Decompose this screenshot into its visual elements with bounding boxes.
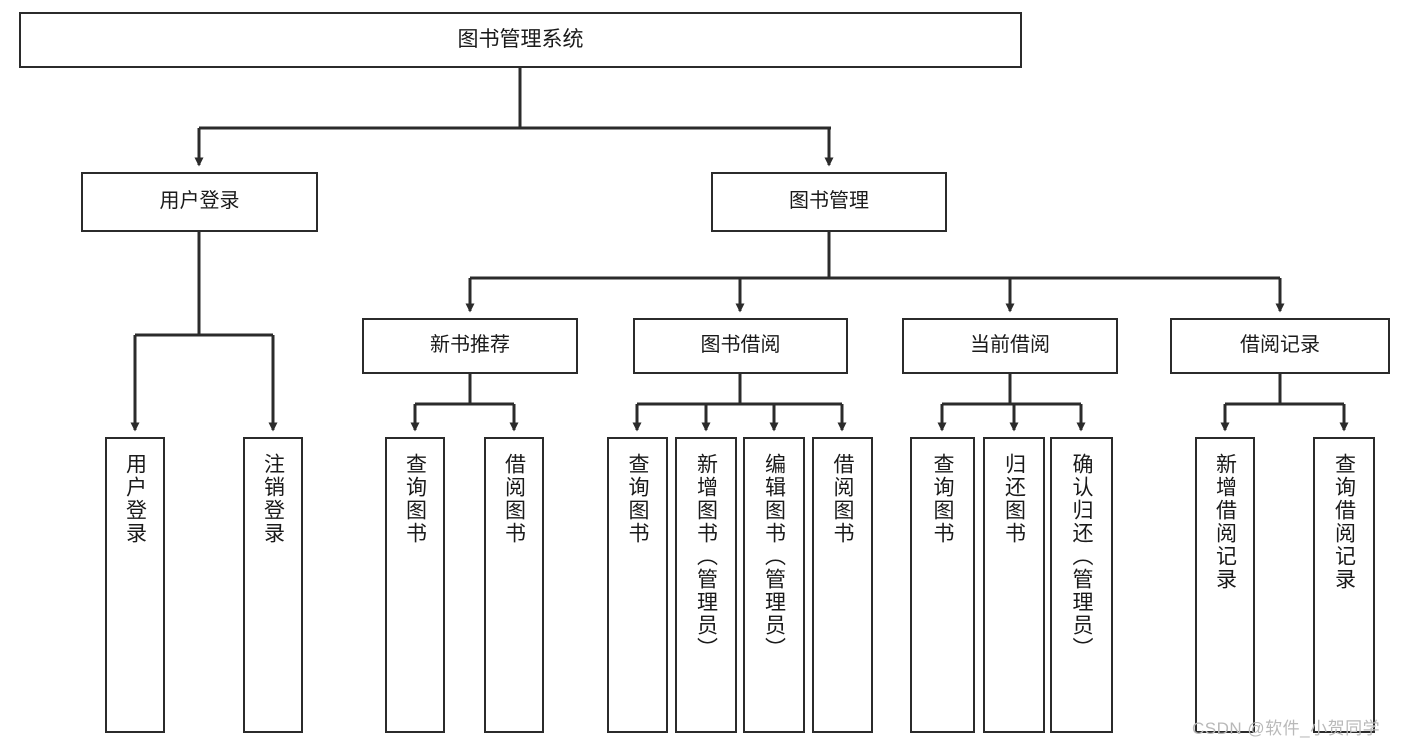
node-leaf-edit-book[interactable]: 编辑图书（管理员） bbox=[743, 437, 805, 733]
node-book-management[interactable]: 图书管理 bbox=[711, 172, 947, 232]
watermark: CSDN @软件_小贺同学 bbox=[1192, 719, 1381, 738]
node-leaf-query-book-recommend[interactable]: 查询图书 bbox=[385, 437, 445, 733]
node-label: 当前借阅 bbox=[970, 334, 1050, 357]
node-label: 确认归还（管理员） bbox=[1070, 453, 1093, 660]
node-leaf-borrow-book-recommend[interactable]: 借阅图书 bbox=[484, 437, 544, 733]
node-label: 用户登录 bbox=[123, 453, 147, 545]
node-label: 图书管理 bbox=[789, 190, 869, 213]
node-borrow-record[interactable]: 借阅记录 bbox=[1170, 318, 1390, 374]
node-label: 查询图书 bbox=[403, 453, 427, 545]
node-label: 新书推荐 bbox=[430, 334, 510, 357]
node-leaf-add-book[interactable]: 新增图书（管理员） bbox=[675, 437, 737, 733]
node-leaf-borrow-book[interactable]: 借阅图书 bbox=[812, 437, 873, 733]
node-label: 注销登录 bbox=[261, 453, 285, 545]
node-label: 图书借阅 bbox=[700, 334, 781, 357]
node-leaf-confirm-return[interactable]: 确认归还（管理员） bbox=[1050, 437, 1113, 733]
node-label: 借阅图书 bbox=[502, 453, 526, 545]
node-leaf-query-book-current[interactable]: 查询图书 bbox=[910, 437, 975, 733]
node-leaf-logout-login[interactable]: 注销登录 bbox=[243, 437, 303, 733]
node-label: 查询图书 bbox=[626, 453, 649, 545]
node-leaf-add-borrow-record[interactable]: 新增借阅记录 bbox=[1195, 437, 1255, 733]
node-label: 新增图书（管理员） bbox=[694, 453, 718, 660]
node-label: 用户登录 bbox=[159, 190, 240, 213]
node-leaf-return-book[interactable]: 归还图书 bbox=[983, 437, 1045, 733]
node-label: 归还图书 bbox=[1002, 453, 1026, 545]
node-label: 新增借阅记录 bbox=[1213, 453, 1237, 591]
node-label: 图书管理系统 bbox=[457, 27, 584, 51]
node-leaf-query-book-borrow[interactable]: 查询图书 bbox=[607, 437, 668, 733]
node-leaf-query-borrow-record[interactable]: 查询借阅记录 bbox=[1313, 437, 1375, 733]
node-book-borrow[interactable]: 图书借阅 bbox=[633, 318, 848, 374]
node-label: 编辑图书（管理员） bbox=[762, 453, 786, 660]
node-label: 查询图书 bbox=[931, 453, 954, 545]
node-user-login[interactable]: 用户登录 bbox=[81, 172, 318, 232]
node-label: 借阅图书 bbox=[831, 453, 854, 545]
node-label: 查询借阅记录 bbox=[1332, 453, 1356, 591]
node-label: 借阅记录 bbox=[1240, 334, 1320, 357]
node-leaf-user-login[interactable]: 用户登录 bbox=[105, 437, 165, 733]
node-new-book-recommend[interactable]: 新书推荐 bbox=[362, 318, 578, 374]
node-root-book-management-system[interactable]: 图书管理系统 bbox=[19, 12, 1022, 68]
node-current-borrow[interactable]: 当前借阅 bbox=[902, 318, 1118, 374]
